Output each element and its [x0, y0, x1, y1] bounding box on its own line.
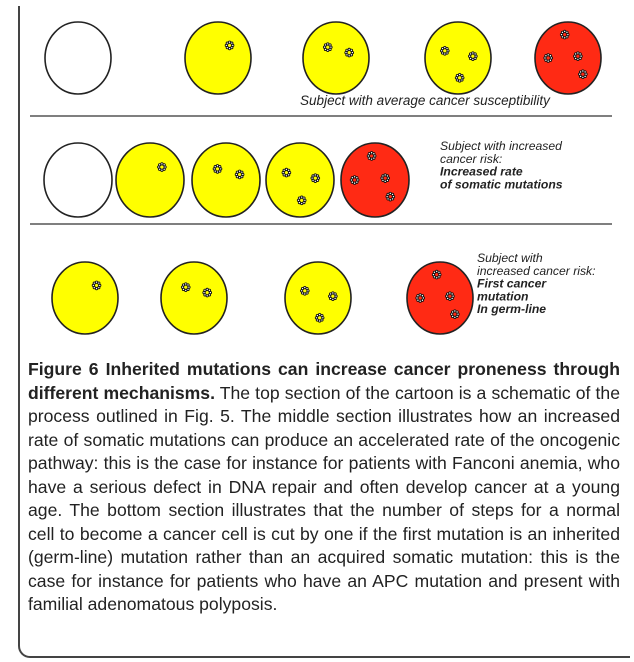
mutation-mark: [234, 169, 245, 180]
caption-title: Figure 6 Inherited mutations can increas…: [28, 359, 620, 403]
cell-yellow: [191, 142, 261, 218]
mutation-mark: [385, 191, 396, 202]
mutation-mark: [468, 51, 478, 61]
mutation-mark: [380, 173, 390, 183]
mutation-mark: [328, 291, 338, 301]
caption-body: The top section of the cartoon is a sche…: [28, 382, 620, 615]
cell-yellow: [265, 142, 335, 218]
section-label: Subject with average cancer susceptibili…: [300, 93, 551, 108]
mutation-mark: [300, 286, 310, 296]
figure-frame: [18, 6, 630, 658]
cell-yellow: [115, 142, 185, 218]
mutation-mark: [450, 309, 460, 319]
mutation-mark: [349, 175, 360, 185]
section-label-line: mutation: [477, 289, 528, 303]
section-label-line: of somatic mutations: [440, 177, 563, 191]
mutation-mark: [212, 164, 223, 174]
cell-yellow: [184, 21, 252, 95]
mutation-mark: [157, 162, 167, 172]
mutation-mark: [224, 40, 235, 51]
cell-yellow: [284, 261, 352, 335]
section-label-line: Subject with: [477, 251, 543, 265]
cell-yellow: [424, 21, 492, 95]
mutation-mark: [559, 29, 570, 40]
mutation-mark: [366, 151, 377, 161]
mutation-mark: [445, 291, 455, 301]
mutation-mark: [314, 313, 325, 323]
section-label-line: increased cancer risk:: [477, 264, 596, 278]
section-label-line: First cancer: [477, 277, 547, 291]
section-label-line: Subject with increased: [440, 139, 563, 153]
mutation-mark: [431, 269, 442, 280]
cell-yellow: [160, 261, 228, 335]
mutation-mark: [310, 173, 321, 183]
cell-yellow: [51, 261, 119, 335]
cell-white: [43, 142, 113, 218]
section-label-line: Subject with average cancer susceptibili…: [300, 93, 551, 108]
section-label-line: cancer risk:: [440, 152, 502, 166]
mutation-mark: [202, 287, 212, 298]
mutation-mark: [543, 53, 553, 63]
section-average-susceptibility: Subject with average cancer susceptibili…: [44, 21, 602, 108]
section-label-line: In germ-line: [477, 302, 546, 316]
mutation-mark: [415, 293, 425, 303]
mutation-mark: [322, 42, 333, 52]
mutation-mark: [281, 167, 292, 178]
mutation-mark: [440, 45, 450, 56]
mutation-mark: [180, 282, 191, 292]
figure-illustration: Subject with average cancer susceptibili…: [30, 21, 612, 335]
mutation-mark: [573, 51, 583, 61]
mutation-mark: [578, 69, 588, 79]
mutation-mark: [454, 72, 465, 83]
mutation-mark: [344, 47, 354, 58]
cell-white: [44, 21, 112, 95]
figure-caption: Figure 6 Inherited mutations can increas…: [28, 358, 620, 617]
cell-yellow: [302, 21, 370, 95]
mutation-mark: [91, 280, 102, 291]
mutation-mark: [296, 195, 307, 206]
section-label-line: Increased rate: [440, 165, 523, 179]
